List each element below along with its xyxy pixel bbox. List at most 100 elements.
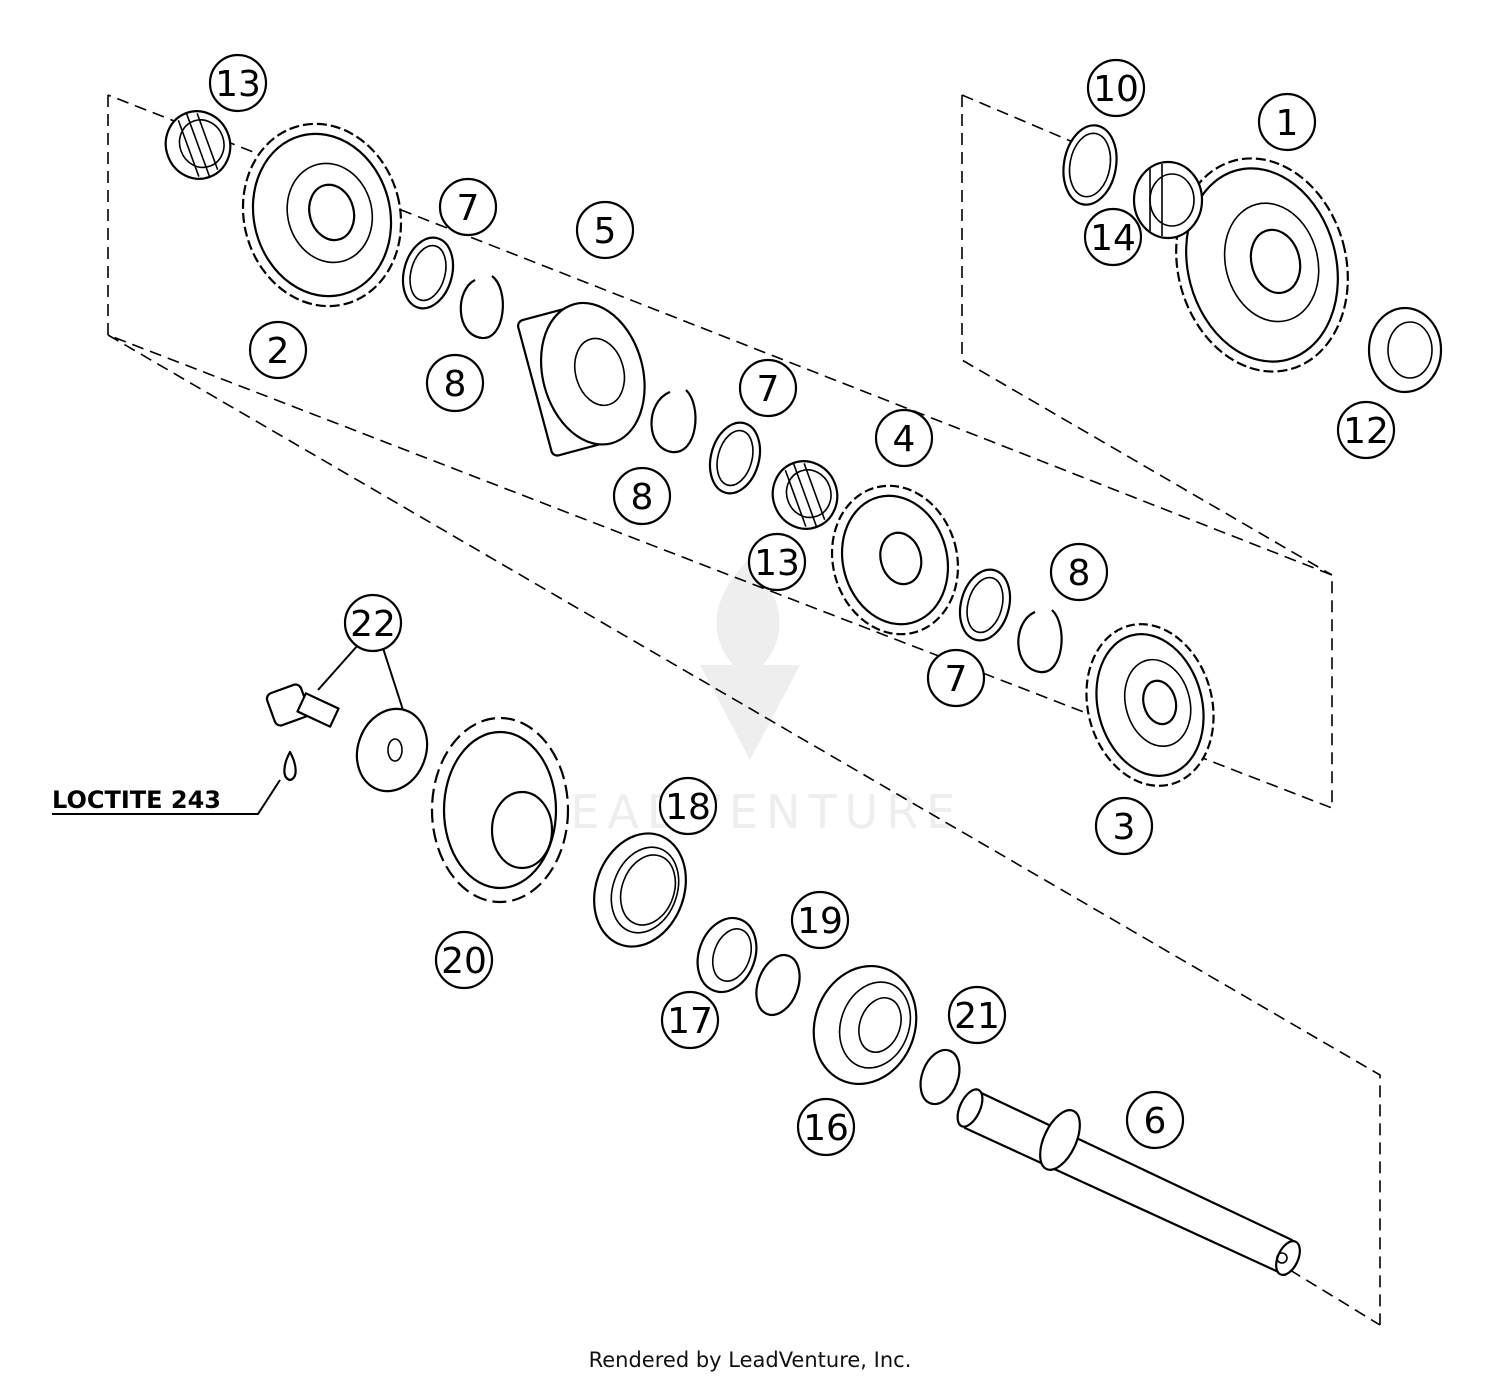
callout-8: 8 bbox=[425, 353, 485, 413]
callout-circle bbox=[575, 200, 635, 260]
main-shaft-6 bbox=[956, 1088, 1301, 1277]
callout-number: 7 bbox=[945, 659, 968, 700]
callout-7: 7 bbox=[738, 358, 798, 418]
callout-number: 14 bbox=[1090, 218, 1136, 259]
callout-circle bbox=[1125, 1090, 1185, 1150]
callout-circle bbox=[1336, 400, 1396, 460]
callout-number: 21 bbox=[954, 996, 1000, 1037]
callout-circle bbox=[747, 532, 807, 592]
callout-number: 18 bbox=[665, 787, 711, 828]
washer-22 bbox=[355, 707, 429, 793]
footer-credit: Rendered by LeadVenture, Inc. bbox=[588, 1348, 912, 1372]
callout-number: 2 bbox=[267, 331, 290, 372]
dashed-outlines bbox=[107, 94, 1381, 1326]
callout-circle bbox=[658, 776, 718, 836]
needle-bearing-13-middle bbox=[771, 460, 839, 530]
callout-13: 13 bbox=[208, 53, 268, 113]
callout-number: 22 bbox=[350, 604, 396, 645]
callout-3: 3 bbox=[1094, 796, 1154, 856]
callout-number: 20 bbox=[441, 941, 487, 982]
callout-14: 14 bbox=[1083, 207, 1143, 267]
bolt-22 bbox=[265, 683, 340, 728]
callout-number: 5 bbox=[594, 211, 617, 252]
callout-circle bbox=[1086, 58, 1146, 118]
callout-number: 19 bbox=[797, 901, 843, 942]
callout-number: 6 bbox=[1144, 1101, 1167, 1142]
callout-7: 7 bbox=[438, 177, 498, 237]
callout-circle bbox=[1094, 796, 1154, 856]
callout-number: 13 bbox=[754, 543, 800, 584]
callout-circle bbox=[796, 1097, 856, 1157]
callout-12: 12 bbox=[1336, 400, 1396, 460]
sprocket-20 bbox=[430, 716, 570, 904]
callout-number: 7 bbox=[457, 188, 480, 229]
circlips bbox=[459, 275, 1063, 674]
callout-number: 12 bbox=[1343, 411, 1389, 452]
callout-circle bbox=[612, 466, 672, 526]
callout-number: 17 bbox=[667, 1001, 713, 1042]
callout-circle bbox=[343, 593, 403, 653]
ball-bearing-12 bbox=[1367, 306, 1443, 394]
callout-number: 10 bbox=[1093, 69, 1139, 110]
callout-8: 8 bbox=[1049, 542, 1109, 602]
callout-layer: 13 2 7 8 5 7 8 13 4 7 8 3 10 14 1 12 22 20 18 17 19 16 21 6 bbox=[208, 53, 1396, 1157]
callout-circle bbox=[248, 320, 308, 380]
callout-circle bbox=[434, 930, 494, 990]
callout-circle bbox=[926, 648, 986, 708]
callout-circle bbox=[1083, 207, 1143, 267]
callout-number: 8 bbox=[1068, 553, 1091, 594]
callout-circle bbox=[738, 358, 798, 418]
callout-number: 13 bbox=[215, 64, 261, 105]
callout-number: 7 bbox=[757, 369, 780, 410]
gear-5 bbox=[517, 301, 646, 457]
callout-10: 10 bbox=[1086, 58, 1146, 118]
callout-number: 8 bbox=[631, 477, 654, 518]
loctite-label: LOCTITE 243 bbox=[52, 786, 221, 814]
callout-19: 19 bbox=[790, 890, 850, 950]
callout-21: 21 bbox=[947, 985, 1007, 1045]
callout-number: 16 bbox=[803, 1108, 849, 1149]
callout-2: 2 bbox=[248, 320, 308, 380]
shaft-seal-18 bbox=[593, 832, 687, 948]
callout-22: 22 bbox=[343, 593, 403, 653]
callout-13: 13 bbox=[747, 532, 807, 592]
needle-bearing-13-top bbox=[164, 110, 232, 180]
thrust-washer-10 bbox=[1062, 124, 1118, 206]
callout-number: 3 bbox=[1113, 807, 1136, 848]
callout-17: 17 bbox=[660, 990, 720, 1050]
callout-1: 1 bbox=[1257, 92, 1317, 152]
watermark-text: LEADVENTURE bbox=[537, 785, 964, 839]
callout-6: 6 bbox=[1125, 1090, 1185, 1150]
callout-circle bbox=[425, 353, 485, 413]
callout-circle bbox=[947, 985, 1007, 1045]
spacer-bushing-17 bbox=[696, 916, 758, 994]
needle-bearing-14 bbox=[1132, 160, 1204, 240]
ball-bearing-16 bbox=[812, 964, 918, 1086]
gear-1 bbox=[1175, 157, 1349, 373]
callout-circle bbox=[438, 177, 498, 237]
callout-5: 5 bbox=[575, 200, 635, 260]
gear-3 bbox=[1085, 623, 1215, 787]
callout-16: 16 bbox=[796, 1097, 856, 1157]
callout-circle bbox=[1049, 542, 1109, 602]
callout-circle bbox=[1257, 92, 1317, 152]
callout-8: 8 bbox=[612, 466, 672, 526]
gear-2 bbox=[241, 122, 403, 308]
loctite-drop bbox=[283, 750, 297, 782]
callout-circle bbox=[208, 53, 268, 113]
lock-washers bbox=[401, 236, 1012, 642]
o-ring-21 bbox=[919, 1048, 961, 1106]
callout-number: 8 bbox=[444, 364, 467, 405]
callout-number: 1 bbox=[1276, 103, 1299, 144]
callout-18: 18 bbox=[658, 776, 718, 836]
callout-number: 4 bbox=[893, 419, 916, 460]
gear-4 bbox=[830, 484, 960, 636]
callout-circle bbox=[874, 408, 934, 468]
callout-20: 20 bbox=[434, 930, 494, 990]
o-ring-19 bbox=[755, 953, 801, 1017]
callout-7: 7 bbox=[926, 648, 986, 708]
leader-lines bbox=[52, 644, 404, 815]
callout-4: 4 bbox=[874, 408, 934, 468]
leadventure-watermark: LEADVENTURE bbox=[537, 560, 964, 839]
